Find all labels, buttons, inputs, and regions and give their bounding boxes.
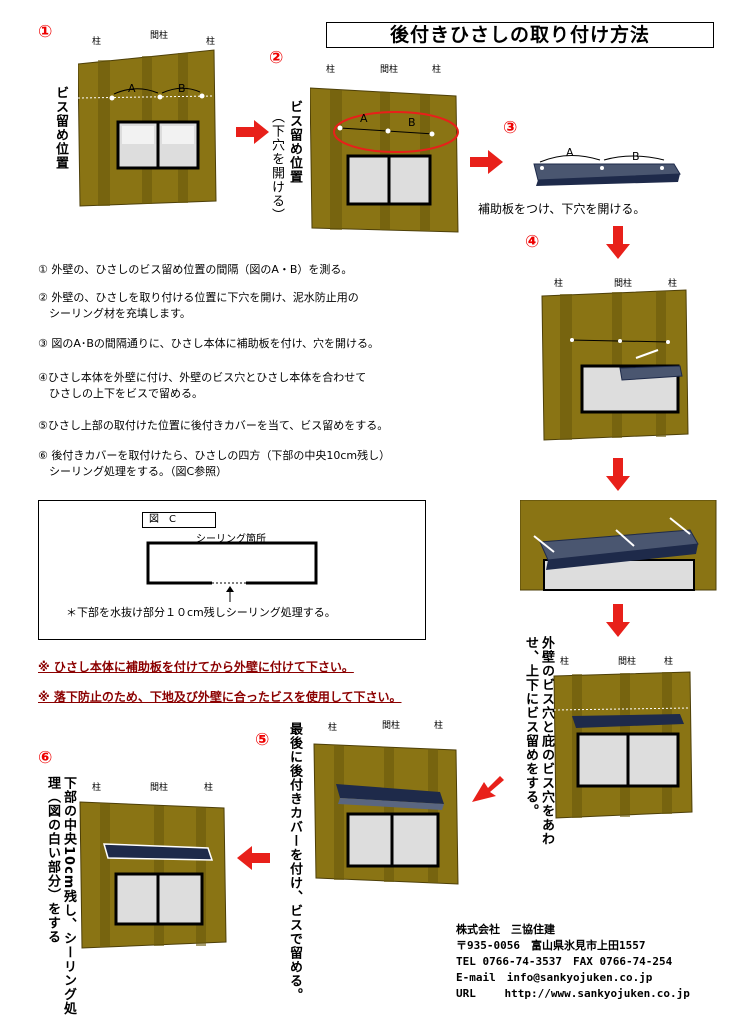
step-4-pillar-right: 柱 (668, 279, 678, 289)
step-6-vertical-note: 下部の中央10cm残し、シーリング処理（図の白い部分）をする (45, 776, 76, 1016)
figure-c-label: 図 C (142, 512, 216, 528)
step-5-vertical-note: 最後に後付きカバーを付け、ビスで留める。 (287, 722, 302, 1002)
step-6-wall-illustration (79, 801, 227, 949)
company-address: 〒935-0056 富山県氷見市上田1557 (456, 939, 646, 952)
figure-c-sealing-label: シーリング箇所 (196, 534, 266, 545)
step-3-label-b: B (632, 150, 640, 163)
arrow-down-icon (606, 226, 630, 259)
step-1-pillar-right: 柱 (206, 37, 216, 47)
step-2-pillar-left: 柱 (326, 65, 336, 75)
instruction-4b: ひさしの上下をビスで留める。 (38, 387, 203, 400)
figure-c-note: ＊下部を水抜け部分１０cm残しシーリング処理する。 (66, 606, 336, 619)
step-1-vertical-note: ビス留め位置 (53, 86, 68, 170)
page-title: 後付きひさしの取り付け方法 (326, 22, 714, 48)
step-5-wall-illustration (313, 743, 459, 885)
step-5-number: ⑤ (255, 730, 270, 750)
step-6-pillar-left: 柱 (92, 783, 102, 793)
company-name: 株式会社 三協住建 (456, 923, 555, 936)
instruction-4: ④ひさし本体を外壁に付け、外壁のビス穴とひさし本体を合わせて (38, 371, 367, 384)
step-1-label-a: A (128, 82, 136, 95)
step-6-number: ⑥ (38, 748, 53, 768)
step-3-label-a: A (566, 146, 574, 159)
step-4c-pillar-right: 柱 (664, 657, 674, 667)
step-1-label-b: B (178, 82, 186, 95)
step-2-vertical-note-2: （下穴を開ける） (269, 110, 284, 222)
arrow-right-icon (236, 120, 269, 144)
warning-1: ※ ひさし本体に補助板を付けてから外壁に付けて下さい。 (38, 660, 354, 674)
instruction-2b: シーリング材を充填します。 (38, 307, 191, 320)
instruction-6: ⑥ 後付きカバーを取付けたら、ひさしの四方（下部の中央10cm残し） (38, 449, 391, 462)
company-url[interactable]: URL http://www.sankyojuken.co.jp (456, 987, 690, 1000)
arrow-right-icon (470, 150, 503, 174)
step-2-label-a: A (360, 112, 368, 125)
step-1-middle-pillar: 間柱 (150, 31, 169, 41)
step-4c-pillar-left: 柱 (560, 657, 570, 667)
arrow-left-icon (237, 846, 270, 870)
arrow-down-icon (606, 458, 630, 491)
step-4-middle-pillar: 間柱 (614, 279, 633, 289)
step-1-pillar-left: 柱 (92, 37, 102, 47)
step-4-wall-illustration (541, 289, 689, 441)
step-4-vertical-note: 外壁のビス穴と庇のビス穴をあわせ、上下にビス留めをする。 (523, 636, 554, 846)
step-3-awning-illustration (533, 155, 681, 186)
step-5-pillar-left: 柱 (328, 723, 338, 733)
step-2-pillar-right: 柱 (432, 65, 442, 75)
step-5-pillar-right: 柱 (434, 721, 444, 731)
step-1-number: ① (38, 22, 53, 42)
step-1-wall-illustration (78, 49, 217, 207)
step-2-middle-pillar: 間柱 (380, 65, 399, 75)
step-6-middle-pillar: 間柱 (150, 783, 169, 793)
step-3-caption: 補助板をつけ、下穴を開ける。 (478, 202, 646, 216)
company-email[interactable]: E-mail info@sankyojuken.co.jp (456, 971, 653, 984)
step-2-label-b: B (408, 116, 416, 129)
step-3-number: ③ (503, 118, 518, 138)
step-4-number: ④ (525, 232, 540, 252)
step-5-middle-pillar: 間柱 (382, 721, 401, 731)
step-2-vertical-note: ビス留め位置 (287, 100, 302, 184)
step-4c-wall-illustration (553, 671, 693, 819)
instruction-5: ⑤ひさし上部の取付けた位置に後付きカバーを当て、ビス留めをする。 (38, 419, 389, 432)
step-4c-middle-pillar: 間柱 (618, 657, 637, 667)
company-tel: TEL 0766-74-3537 FAX 0766-74-254 (456, 955, 673, 968)
arrow-left-icon (472, 776, 504, 802)
arrow-down-icon (606, 604, 630, 637)
step-4-closeup-illustration (520, 500, 717, 591)
figure-c-box (38, 500, 426, 640)
instruction-1: ① 外壁の、ひさしのビス留め位置の間隔（図のA・B）を測る。 (38, 263, 353, 276)
step-6-pillar-right: 柱 (204, 783, 214, 793)
step-2-wall-illustration (310, 87, 459, 233)
instruction-2: ② 外壁の、ひさしを取り付ける位置に下穴を開け、泥水防止用の (38, 291, 359, 304)
step-2-number: ② (269, 48, 284, 68)
instruction-3: ③ 図のA･Bの間隔通りに、ひさし本体に補助板を付け、穴を開ける。 (38, 337, 380, 350)
step-4-pillar-left: 柱 (554, 279, 564, 289)
instruction-6b: シーリング処理をする。（図C参照） (38, 465, 228, 478)
warning-2: ※ 落下防止のため、下地及び外壁に合ったビスを使用して下さい。 (38, 690, 402, 704)
figure-c-diagram (146, 541, 318, 602)
